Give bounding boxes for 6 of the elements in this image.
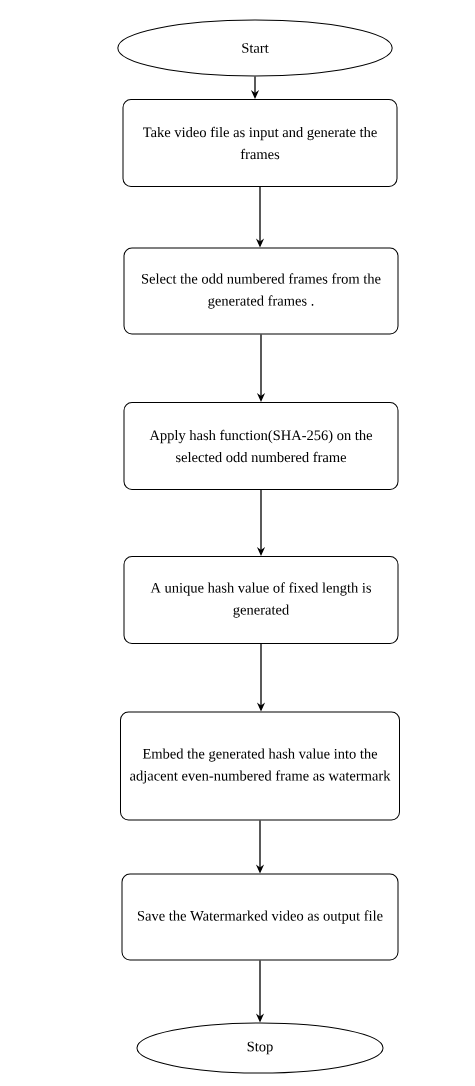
process-box: Select the odd numbered frames from the generated frames . <box>123 247 399 335</box>
process-box: Take video file as input and generate the frames <box>122 99 398 187</box>
process-box: Embed the generated hash value into the adjacent even-numbered frame as watermark <box>120 711 400 821</box>
process-box: Save the Watermarked video as output file <box>121 873 399 961</box>
process-box: A unique hash value of fixed length is generated <box>123 556 399 644</box>
process-box: Apply hash function(SHA-256) on the selected odd numbered frame <box>123 402 399 490</box>
